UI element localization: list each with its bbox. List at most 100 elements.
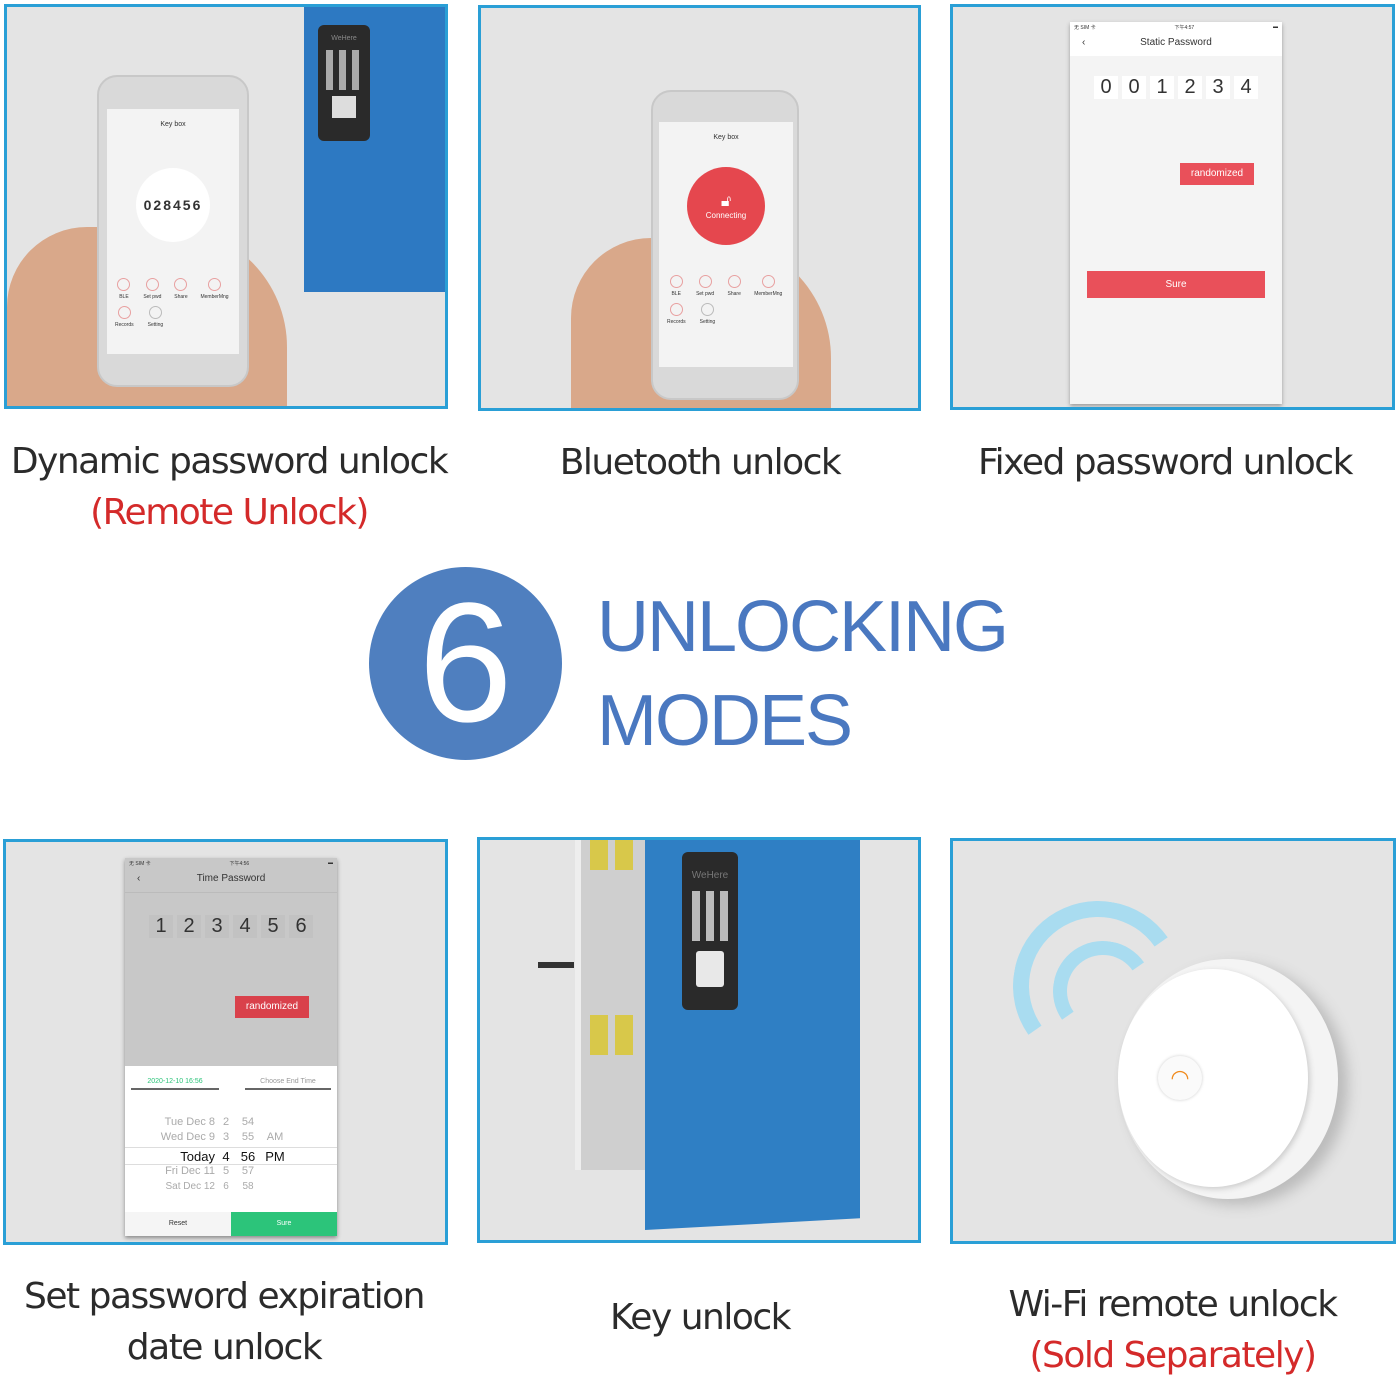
text-label: UNLOCKING (597, 587, 1009, 667)
records-action[interactable]: Records (667, 303, 686, 325)
share-action[interactable]: Share (174, 278, 188, 300)
set-pwd-action[interactable]: Set pwd (696, 275, 714, 297)
text-label: 0 (1122, 76, 1146, 99)
container: Reset Sure (125, 1212, 337, 1236)
end-time-field[interactable]: Choose End Time (245, 1078, 331, 1090)
text-label: 下午4:57 (1174, 25, 1195, 31)
date-picker: 2020-12-10 16:56 Choose End Time Tue Dec… (125, 1066, 337, 1236)
number-circle: 6 (369, 567, 562, 760)
randomize-button[interactable]: randomized (235, 996, 309, 1018)
share-action[interactable]: Share (728, 275, 741, 297)
user-icon (761, 275, 775, 288)
member-action[interactable]: MemberMng (754, 275, 782, 297)
text-label (259, 1116, 291, 1131)
text-label: Fri Dec 11 (165, 1165, 215, 1177)
back-icon[interactable]: ‹ (1082, 37, 1086, 48)
connecting-button[interactable]: 🔓︎ Connecting (687, 167, 765, 245)
wifi-gateway-face (1118, 969, 1308, 1187)
text-label: 2 (1178, 76, 1202, 99)
container: Key box 🔓︎ Connecting BLE Set pwd Share … (659, 122, 793, 367)
container: 无 SIM 卡下午4:56▬ (125, 858, 337, 869)
text-label: 无 SIM 卡 (129, 861, 151, 867)
container: BLE Set pwd Share MemberMng (107, 278, 239, 300)
share-icon (174, 278, 188, 291)
container (692, 891, 728, 941)
phone: Key box 028456 BLE Set pwd Share MemberM… (97, 75, 249, 387)
text-label: 6 (223, 1181, 229, 1192)
container: ▬ (1273, 24, 1278, 30)
text-label: AM (266, 1131, 284, 1143)
set-pwd-action[interactable]: Set pwd (143, 278, 161, 300)
start-time-field[interactable]: 2020-12-10 16:56 (131, 1078, 219, 1090)
text-label: MemberMng (200, 294, 229, 300)
text-label: Set pwd (696, 291, 715, 297)
device-brand: WeHere (331, 35, 357, 42)
text-label: MemberMng (754, 291, 783, 297)
text-label: Set pwd (143, 294, 162, 300)
text-label: Dynamic password unlock (10, 441, 449, 482)
records-action[interactable]: Records (115, 306, 134, 328)
text-label: Time Password (196, 873, 266, 884)
container: 2020-12-10 16:56 Choose End Time (125, 1066, 337, 1090)
ble-action[interactable]: BLE (669, 275, 683, 297)
container: ‹ Static Password (1070, 33, 1282, 56)
panel-key-unlock: WeHere (477, 837, 921, 1243)
setting-action[interactable]: Setting (147, 306, 164, 328)
panel-dynamic-password: WeHere Key box 028456 BLE Set pwd Share … (4, 4, 448, 409)
gear-icon (700, 303, 714, 316)
screen-title: Static Password (1140, 37, 1212, 48)
setting-action[interactable]: Setting (699, 303, 716, 325)
container: BLE Set pwd Share MemberMng (659, 275, 793, 297)
sure-button[interactable]: Sure (231, 1212, 337, 1236)
reset-button[interactable]: Reset (125, 1212, 231, 1236)
container: 无 SIM 卡下午4:57▬ (1070, 22, 1282, 33)
key-hooks (590, 840, 640, 870)
bluetooth-icon (669, 275, 683, 288)
text-label: 4 (233, 915, 257, 938)
ble-action[interactable]: BLE (117, 278, 131, 300)
randomize-button[interactable]: randomized (1180, 163, 1254, 185)
text-label: 54 (241, 1116, 255, 1128)
lock-icon (698, 275, 712, 288)
panel-bluetooth: Key box 🔓︎ Connecting BLE Set pwd Share … (478, 5, 921, 411)
container (332, 96, 356, 118)
text-label (259, 1165, 291, 1181)
share-icon (727, 275, 741, 288)
text-label: Setting (147, 322, 164, 328)
text-label: BLE (671, 291, 681, 297)
text-label (259, 1181, 291, 1196)
text-label: 3 (205, 915, 229, 938)
text-label: 4 (222, 1149, 230, 1164)
text-label: Records (667, 319, 686, 325)
back-icon[interactable]: ‹ (137, 873, 141, 884)
text-label: WeHere (691, 870, 729, 881)
records-icon (669, 303, 683, 316)
container: ‹ Time Password (125, 869, 337, 893)
text-label: date unlock (126, 1327, 323, 1368)
container: Records Setting (659, 303, 793, 325)
text-label: Setting (699, 319, 716, 325)
user-icon (208, 278, 222, 291)
headline-number: 6 (418, 568, 513, 758)
member-action[interactable]: MemberMng (200, 278, 229, 300)
key-hooks (590, 1015, 640, 1055)
container: Key box (107, 119, 239, 134)
cabinet-door (645, 840, 860, 1230)
caption-key: Key unlock (470, 1292, 930, 1343)
app-title: Key box (160, 121, 186, 128)
text-label: 5 (222, 1165, 230, 1177)
sure-button[interactable]: Sure (1087, 271, 1265, 298)
text-label: 58 (242, 1181, 254, 1192)
text-label: 6 (289, 915, 313, 938)
